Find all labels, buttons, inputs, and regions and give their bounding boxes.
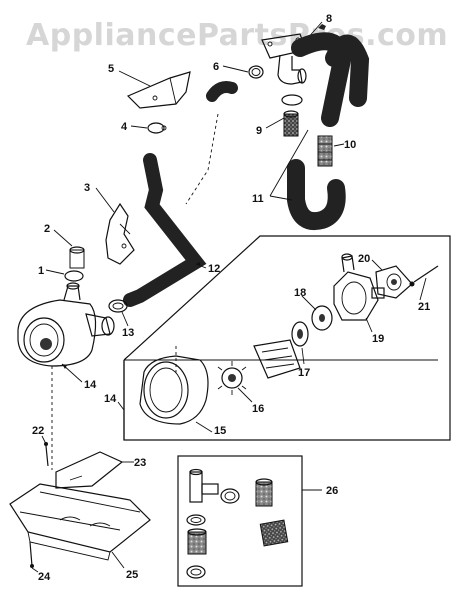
- kit-ring: [186, 514, 206, 526]
- part-12-pump-hose: [123, 81, 238, 307]
- part-24-screw: [29, 541, 34, 568]
- callout-12: 12: [208, 263, 220, 275]
- callout-10: 10: [344, 139, 356, 151]
- part-3-bracket: [105, 202, 135, 265]
- part-9-clamp: [281, 94, 303, 137]
- callout-19: 19: [372, 333, 384, 345]
- callout-9: 9: [256, 125, 262, 137]
- part-25-base: [9, 483, 151, 561]
- part-2-hose-segment: [69, 246, 85, 269]
- callout-23: 23: [134, 457, 146, 469]
- part-20-mounting-plate: [375, 265, 413, 299]
- callout-14-exploded: 14: [104, 393, 117, 405]
- part-16-impeller: [217, 361, 247, 395]
- callout-24: 24: [38, 571, 51, 583]
- callout-4: 4: [121, 121, 128, 133]
- callout-labels: 1 2 3 4 5 6 8 9 10 11 12 13 14 14 15 16 …: [32, 13, 430, 583]
- callout-3: 3: [84, 182, 90, 194]
- kit-coupling: [255, 478, 273, 507]
- callout-16: 16: [252, 403, 264, 415]
- part-11-drain-hose: [287, 32, 370, 230]
- callout-20: 20: [358, 253, 370, 265]
- part-1-clamp: [64, 270, 84, 282]
- kit-hose-piece: [259, 519, 289, 547]
- kit-clamp: [220, 488, 240, 504]
- part-21-screw: [409, 265, 439, 287]
- pump-motor-block: [253, 339, 301, 379]
- callout-13: 13: [122, 327, 134, 339]
- callout-6: 6: [213, 61, 219, 73]
- kit-adapter: [187, 528, 207, 555]
- part-18-gasket: [311, 305, 333, 331]
- callout-15: 15: [214, 425, 226, 437]
- part-6-clamp: [248, 65, 264, 79]
- callout-17: 17: [298, 367, 310, 379]
- callout-8: 8: [326, 13, 332, 25]
- callout-22: 22: [32, 425, 44, 437]
- part-26-kit-frame: [177, 455, 303, 587]
- kit-tee-fitting: [189, 468, 219, 503]
- callout-1: 1: [38, 265, 44, 277]
- watermark: AppliancePartsPros.com: [26, 18, 448, 53]
- part-14-pump-assembly: [17, 282, 115, 367]
- part-10-coupling: [317, 135, 333, 167]
- part-22-screw: [44, 442, 49, 467]
- callout-18: 18: [294, 287, 306, 299]
- part-4-clamp: [147, 122, 167, 134]
- callout-2: 2: [44, 223, 50, 235]
- part-13-clamp: [108, 299, 128, 313]
- kit-clamp-bottom: [186, 565, 206, 579]
- callout-5: 5: [108, 63, 114, 75]
- callout-25: 25: [126, 569, 138, 581]
- callout-26: 26: [326, 485, 338, 497]
- part-23-plate: [55, 451, 124, 489]
- callout-11: 11: [252, 193, 264, 205]
- part-15-pump-housing: [139, 346, 209, 425]
- callout-14-assembly: 14: [84, 379, 97, 391]
- part-17-seal: [291, 321, 309, 347]
- callout-21: 21: [418, 301, 430, 313]
- part-5-bracket: [126, 71, 191, 109]
